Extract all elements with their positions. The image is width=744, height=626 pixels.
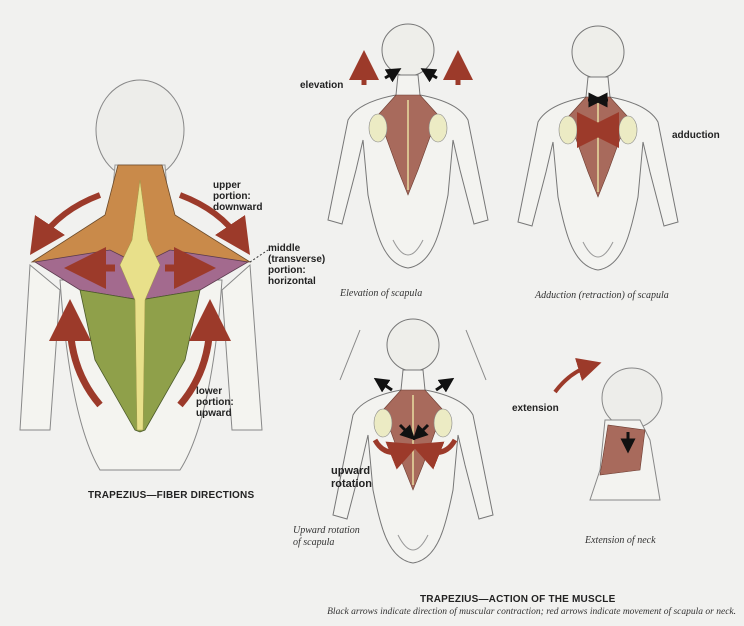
caption-line: of scapula xyxy=(293,537,335,548)
label-line: downward xyxy=(213,202,263,213)
elevation-caption: Elevation of scapula xyxy=(340,288,423,299)
extension-figure xyxy=(553,357,663,501)
elevation-figure xyxy=(327,23,489,269)
elevation-label: elevation xyxy=(300,80,344,91)
lower-portion-label: lower portion: upward xyxy=(196,386,234,419)
upper-arrow-right xyxy=(178,192,250,255)
upper-portion-label: upper portion: downward xyxy=(213,180,262,213)
label-line: upward xyxy=(196,408,232,419)
label-line: upper xyxy=(213,180,241,191)
label-line: rotation xyxy=(331,478,372,490)
extension-label: extension xyxy=(512,403,559,414)
tendon xyxy=(119,179,161,431)
middle-portion-label: middle (transverse) portion: horizontal xyxy=(268,243,325,287)
lower-arrow-right xyxy=(177,299,231,408)
label-line: portion: xyxy=(268,265,306,276)
label-line: horizontal xyxy=(268,276,316,287)
adduction-label: adduction xyxy=(672,130,720,141)
action-note: Black arrows indicate direction of muscu… xyxy=(327,607,736,617)
fiber-directions-title: TRAPEZIUS—FIBER DIRECTIONS xyxy=(88,490,255,501)
extension-caption: Extension of neck xyxy=(585,535,656,546)
adduction-caption: Adduction (retraction) of scapula xyxy=(535,290,669,301)
upward-rotation-label: upward rotation xyxy=(331,465,372,491)
action-title: TRAPEZIUS—ACTION OF THE MUSCLE xyxy=(420,594,616,605)
left-arm xyxy=(19,263,61,431)
label-line: middle xyxy=(268,243,301,254)
lower-arrow-left xyxy=(49,299,103,408)
label-line: portion: xyxy=(196,397,234,408)
upward-rotation-caption: Upward rotation of scapula xyxy=(293,525,360,549)
label-line: lower xyxy=(196,386,223,397)
upper-arrow-left xyxy=(30,192,102,255)
right-arm xyxy=(221,263,263,431)
adduction-figure xyxy=(517,25,679,271)
middle-leader-line xyxy=(249,249,269,263)
upward-rotation-figure xyxy=(332,318,494,564)
label-line: portion: xyxy=(213,191,251,202)
fiber-directions-figure xyxy=(19,79,269,471)
caption-line: Upward rotation xyxy=(293,525,360,536)
label-line: upward xyxy=(331,465,371,477)
label-line: (transverse) xyxy=(268,254,326,265)
